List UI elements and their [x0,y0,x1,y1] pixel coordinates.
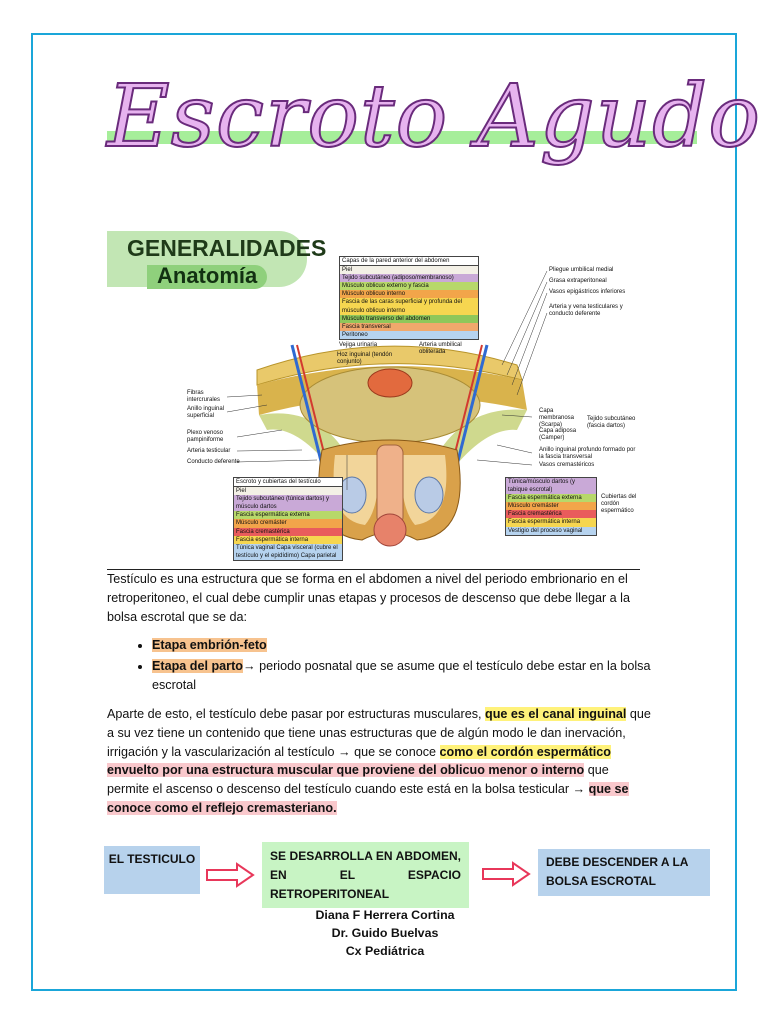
page-title: Escroto Agudo [106,66,762,168]
stage-list: Etapa embrión-feto Etapa del parto→ peri… [107,636,652,696]
stage-highlight: Etapa embrión-feto [152,638,267,652]
legend-item: Músculo cremáster [505,502,597,511]
figure-label: Arteria testicular [187,448,231,454]
highlight-internal-oblique: envuelto por una estructura muscular que… [107,763,585,778]
legend-item: Tejido subcutáneo (túnica dartos) y músc… [233,495,343,512]
figure-label: Vasos cremastéricos [539,462,595,468]
figure-label: Arteria umbilical obliterada [419,342,462,355]
figure-label: Vejiga urinaria [339,342,378,348]
text-run: que permite el ascenso o descenso del te… [107,763,609,797]
text-run: que a su vez tiene un contenido que tien… [107,707,651,759]
figure-label: Tejido subcutáneo (fascia dartos) [587,416,636,429]
figure-label: Capa membranosa (Scarpa) [539,408,575,428]
legend-item: Fascia de las caras superficial y profun… [339,298,479,315]
section-subheading: Anatomía [157,263,258,288]
body-paragraph: Aparte de esto, el testículo debe pasar … [107,705,652,818]
section-subheading-pill [147,265,267,289]
figure-label: Vasos epigástricos inferiores [549,289,626,295]
figure-label: Plexo venoso pampiniforme [187,430,224,443]
arrow-right-icon [206,862,255,888]
legend-item: Músculo oblicuo interno [339,290,479,299]
flow-box-descends: DEBE DESCENDER A LA BOLSA ESCROTAL [538,849,710,896]
stage-highlight: Etapa del parto [152,658,243,673]
highlight-spermatic-cord: como el cordón espermático [439,744,611,759]
figure-label: Arteria y vena testiculares y conducto d… [549,304,623,317]
page-border [31,33,737,991]
figure-label: Hoz inguinal (tendón conjunto) [337,352,393,365]
legend-header: Escroto y cubiertas del testículo [233,477,343,488]
legend-item: Músculo cremáster [233,519,343,528]
flow-box-testicle: EL TESTICULO [104,846,200,894]
list-item: Etapa embrión-feto [152,636,652,655]
figure-label: Conducto deferente [187,459,240,465]
author-name: Diana F Herrera Cortina [315,908,455,922]
legend-item: Músculo transverso del abdomen [339,314,479,323]
legend-item: Fascia espermática interna [505,518,597,527]
figure-label: Fibras intercrurales [187,390,221,403]
divider [107,569,640,570]
list-item: Etapa del parto→ periodo posnatal que se… [152,657,652,695]
author-doctor: Dr. Guido Buelvas [331,926,439,940]
legend-header: Capas de la pared anterior del abdomen [339,256,479,267]
author-specialty: Cx Pediátrica [345,944,425,958]
legend-item: Músculo oblicuo externo y fascia [339,282,479,291]
intro-paragraph: Testículo es una estructura que se forma… [107,572,630,624]
text-run: Aparte de esto, el testículo debe pasar … [107,707,486,721]
flow-box-develops: SE DESARROLLA EN ABDOMEN, EN EL ESPACIO … [262,842,469,908]
legend-item: Fascia transversal [339,322,479,331]
legend-item: Fascia espermática externa [505,494,597,503]
legend-item: Túnica/músculo dartos (y tabique escrota… [505,477,597,495]
legend-item: Vestigio del proceso vaginal [505,526,597,536]
section-heading: GENERALIDADES [127,235,327,261]
anatomy-figure: GENERALIDADES Anatomía [107,205,640,568]
legend-item: Fascia espermática interna [233,535,343,544]
legend-item: Túnica vaginal Capa visceral (cubre el t… [233,543,343,561]
figure-label: Capa adiposa (Camper) [539,428,577,441]
legend-item: Fascia cremastérica [233,527,343,536]
figure-label: Grasa extraperitoneal [549,278,607,284]
legend-spermatic-cord: Túnica/músculo dartos (y tabique escrota… [505,477,597,536]
legend-item: Piel [339,266,479,275]
figure-label: Anillo inguinal profundo formado por la … [539,447,636,460]
highlight-inguinal-canal: que es el canal inguinal [485,707,627,721]
figure-label: Anillo inguinal superficial [187,406,225,419]
title-underline-bar [107,131,697,144]
legend-abdominal-wall: Capas de la pared anterior del abdomen P… [339,256,479,340]
anatomy-illustration [226,270,548,547]
legend-scrotum-coverings: Escroto y cubiertas del testículo Piel T… [233,477,343,561]
legend-item: Fascia espermática externa [233,511,343,520]
legend-item: Fascia cremastérica [505,510,597,519]
legend-item: Piel [233,487,343,496]
figure-label: Cubiertas del cordón espermático [601,494,637,514]
legend-item: Peritoneo [339,330,479,340]
title-block: Escroto Agudo [106,62,762,172]
figure-label: Pliegue umbilical medial [549,267,614,273]
legend-item: Tejido subcutáneo (adiposo/membranoso) [339,274,479,283]
arrow-right-icon [482,861,531,887]
stage-text: → periodo posnatal que se asume que el t… [152,658,651,692]
